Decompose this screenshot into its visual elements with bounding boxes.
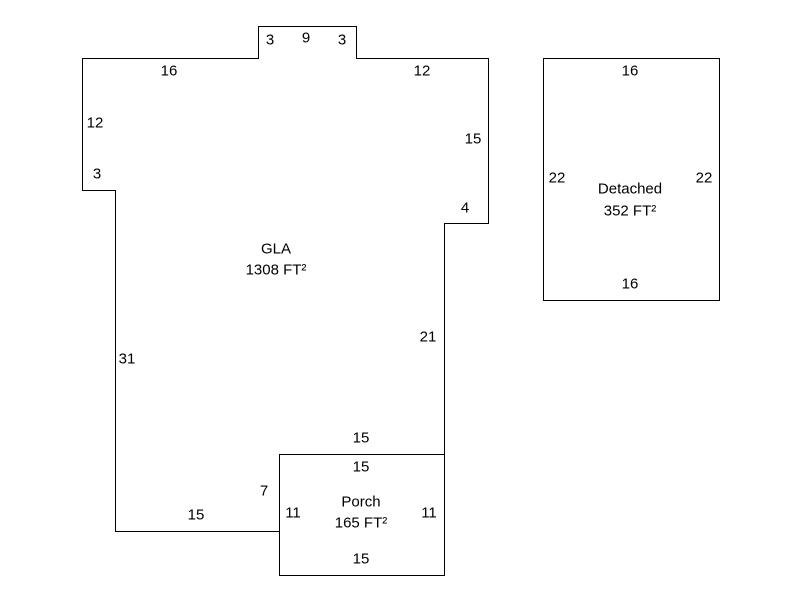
porch-area: 165 FT²: [335, 515, 388, 532]
gla-dim-top-right: 12: [414, 63, 431, 80]
gla-dim-bump-top: 9: [302, 30, 310, 47]
gla-dim-porch-top: 15: [353, 430, 370, 447]
gla-dim-top-left: 16: [161, 63, 178, 80]
detached-name: Detached: [598, 181, 662, 198]
gla-dim-left-jog: 3: [93, 166, 101, 183]
gla-dim-right-upper: 15: [465, 131, 482, 148]
gla-dim-bump-left: 3: [266, 32, 274, 49]
gla-dim-porch-side: 7: [260, 483, 268, 500]
detached-area: 352 FT²: [604, 203, 657, 220]
porch-dim-right: 11: [421, 505, 437, 522]
porch-name: Porch: [341, 494, 380, 511]
gla-area: 1308 FT²: [246, 262, 307, 279]
detached-outline[interactable]: [543, 58, 720, 301]
porch-dim-top: 15: [353, 459, 370, 476]
porch-outline[interactable]: [279, 454, 445, 576]
gla-name: GLA: [261, 241, 291, 258]
porch-dim-bottom: 15: [353, 551, 370, 568]
detached-dim-left: 22: [549, 170, 566, 187]
gla-dim-right-jog: 4: [461, 200, 469, 217]
gla-dim-left-upper: 12: [87, 115, 104, 132]
gla-outline[interactable]: [82, 26, 489, 532]
gla-dim-right-lower: 21: [420, 329, 437, 346]
detached-dim-top: 16: [622, 63, 639, 80]
detached-dim-bottom: 16: [622, 276, 639, 293]
gla-dim-bottom: 15: [188, 507, 205, 524]
detached-dim-right: 22: [696, 170, 713, 187]
porch-dim-left: 11: [285, 505, 301, 522]
gla-dim-bump-right: 3: [338, 32, 346, 49]
gla-dim-left-lower: 31: [119, 351, 136, 368]
